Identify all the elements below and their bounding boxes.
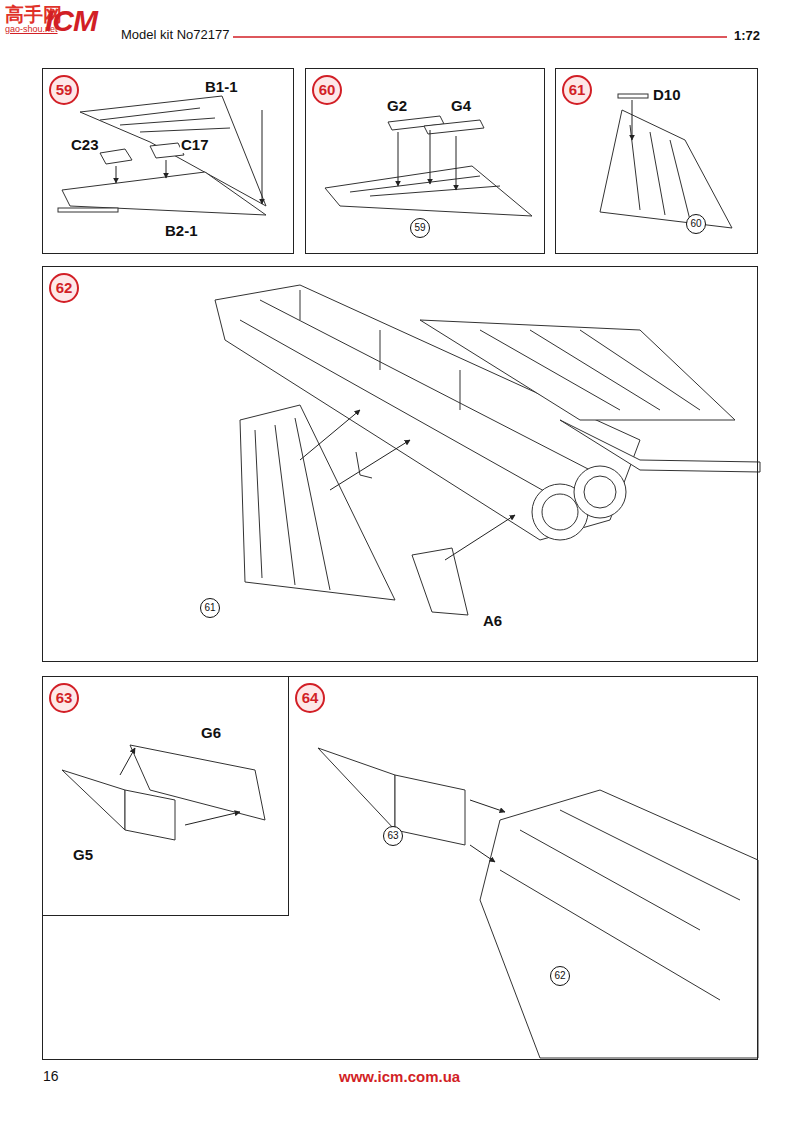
arrow	[430, 130, 431, 184]
part-c17	[150, 143, 184, 158]
wing	[600, 110, 732, 228]
nozzle-inner	[542, 494, 578, 530]
step-59-art	[58, 96, 266, 215]
callout-number: 61	[200, 598, 220, 618]
step-64-art	[318, 748, 758, 1058]
nozzle-inner	[584, 476, 616, 508]
part-name: C23	[70, 136, 100, 153]
wing-lines	[480, 330, 700, 410]
part-g4	[424, 120, 484, 134]
callout-number: 59	[410, 218, 430, 238]
part-name: G6	[200, 724, 222, 741]
wing-lines	[100, 108, 230, 132]
fin-a6	[412, 548, 468, 615]
scale: 1:72	[733, 28, 761, 43]
step-62-art	[215, 285, 760, 615]
part-g5	[125, 790, 175, 840]
part-d10	[618, 94, 648, 98]
callout-number: 63	[383, 826, 403, 846]
arrow	[470, 845, 495, 862]
arrow	[262, 110, 263, 204]
wing-lines	[630, 125, 690, 220]
part-name: C17	[180, 136, 210, 153]
arrow	[330, 440, 410, 490]
brand-logo: ICM	[44, 4, 98, 38]
part-name: G4	[450, 97, 472, 114]
arrow	[185, 812, 240, 825]
part-c23	[100, 149, 132, 164]
step-number: 59	[49, 75, 79, 105]
step-panel: 64	[42, 676, 758, 1060]
nose-cone	[318, 748, 395, 830]
stabilizer	[560, 420, 760, 472]
arrow	[120, 748, 135, 775]
fuselage-lines	[500, 810, 740, 1000]
callout-number: 62	[550, 966, 570, 986]
fuselage	[480, 790, 758, 1058]
right-wing	[420, 320, 735, 420]
nose-cone	[62, 770, 125, 830]
step-number: 64	[295, 683, 325, 713]
arrow	[445, 515, 515, 560]
nose-section	[395, 775, 465, 845]
left-wing	[240, 405, 395, 600]
callout-number: 60	[686, 214, 706, 234]
step-60-art	[325, 116, 532, 216]
arrow	[300, 410, 360, 460]
arrow	[166, 160, 167, 178]
website: www.icm.com.ua	[338, 1068, 461, 1085]
step-panel: 62	[42, 266, 758, 662]
header-rule	[233, 37, 727, 38]
arrow	[456, 136, 457, 190]
arrow	[470, 800, 505, 812]
wing	[325, 166, 532, 216]
step-number: 63	[49, 683, 79, 713]
step-number: 61	[562, 75, 592, 105]
step-number: 62	[49, 273, 79, 303]
part-g6	[130, 745, 265, 820]
arrow	[398, 132, 399, 186]
part-name: G5	[72, 846, 94, 863]
step-number: 60	[312, 75, 342, 105]
arrow	[632, 100, 633, 140]
nozzle	[574, 466, 626, 518]
pylon	[58, 208, 118, 212]
header-line	[233, 36, 727, 38]
kit-number: Model kit No72177	[120, 27, 230, 42]
part-name: B1-1	[204, 78, 239, 95]
page-number: 16	[42, 1068, 60, 1084]
part-name: G2	[386, 97, 408, 114]
step-panel: 63	[42, 676, 289, 916]
arrow	[116, 166, 117, 183]
part-name: D10	[652, 86, 682, 103]
part-name: A6	[482, 612, 503, 629]
step-63-art	[62, 745, 265, 840]
part-name: B2-1	[164, 222, 199, 239]
wing-lines	[350, 176, 500, 196]
step-61-art	[600, 94, 732, 228]
